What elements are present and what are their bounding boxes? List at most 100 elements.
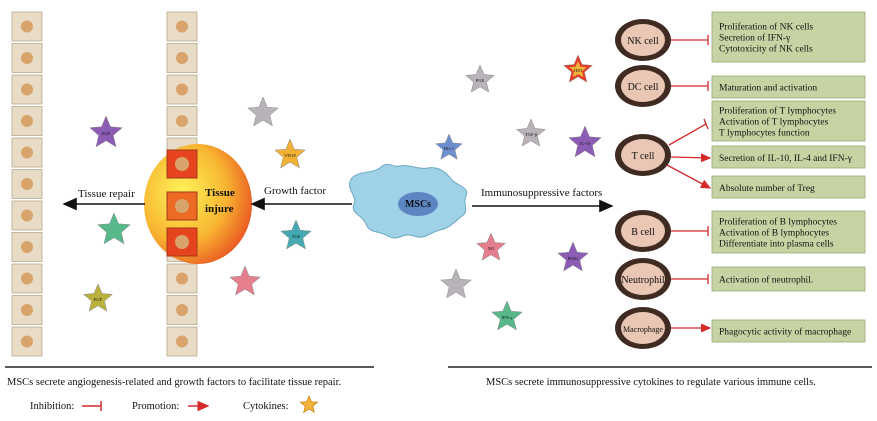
effect-text: Proliferation of NK cells (719, 22, 813, 33)
msc-cell: MSCs (349, 163, 468, 239)
star-inner-icon (569, 61, 587, 78)
immune-cell-5: Macrophage Phagocytic activity of macroph… (615, 307, 866, 349)
effect-box (711, 75, 866, 99)
cytokine-star-grey1 (247, 96, 279, 127)
inhibition-bar (703, 118, 709, 130)
cytokine-star-no: NO (476, 232, 506, 261)
promotion-arrow (670, 153, 712, 163)
tissue-col-b-nucleus (176, 52, 188, 64)
cytokine-star-tgfb: TGF-β (516, 118, 546, 147)
tissue-col-a-nucleus (21, 83, 33, 96)
cytokine-label-vegf: VEGF (284, 153, 296, 158)
effect-text: Differentiate into plasma cells (719, 239, 834, 250)
effect-text: Phagocytic activity of macrophage (719, 327, 851, 338)
tissue-col-b-nucleus (176, 115, 188, 127)
star-icon (435, 133, 463, 160)
effect-box (711, 11, 866, 63)
star-icon (83, 283, 113, 312)
cell-label: B cell (631, 227, 655, 238)
tissue-col-a-nucleus (21, 241, 33, 253)
growth-factor-arrow: Growth factor (250, 185, 352, 211)
tissue-repair-arrow: Tissue repair (62, 188, 145, 211)
cytokine-star-pge: PGE (465, 64, 495, 93)
cell-nucleus (621, 215, 665, 247)
effect-text: T lymphocytes function (719, 128, 810, 139)
tissue-col-a-nucleus (21, 272, 33, 285)
msc-label: MSCs (405, 199, 431, 210)
cell-nucleus (621, 139, 665, 171)
effect-text: Cytotoxicity of NK cells (719, 44, 813, 55)
cytokine-label-pge2: PGE2 (568, 256, 579, 261)
cytokine-label-ho1: HO-1 (444, 146, 454, 151)
star-icon (89, 115, 123, 148)
right-caption: MSCs secrete immunosuppressive cytokines… (486, 377, 816, 388)
cytokine-star-egf: EGF (89, 115, 123, 148)
cytokine-stars: EGFVEGFTGFFGFPGEIDOTGF-βIL-10HO-1NOPGE2I… (83, 54, 602, 331)
cytokine-label-tgfb: TGF-β (525, 132, 538, 137)
cell-label: Macrophage (623, 325, 663, 334)
effect-text: Proliferation of T lymphocytes (719, 106, 836, 117)
effect-box (711, 266, 866, 292)
cytokine-star-ifn: IFN-γ (491, 300, 523, 331)
tissue-injury-region: Tissue injure (144, 144, 252, 264)
tissue-col-a-nucleus (21, 178, 33, 190)
legend-cytokines-label: Cytokines: (243, 401, 289, 412)
tissue-column-left (11, 11, 43, 357)
star-icon (557, 241, 589, 272)
tissue-col-b-nucleus (176, 304, 188, 316)
tissue-label-line1: Tissue (205, 187, 235, 199)
effect-text: Proliferation of B lymphocytes (719, 217, 837, 228)
effect-text: Activation of T lymphocytes (719, 117, 828, 128)
tissue-col-a-nucleus (21, 115, 33, 127)
left-caption: MSCs secrete angiogenesis-related and gr… (7, 377, 341, 388)
effect-box (711, 319, 866, 343)
tissue-col-b-nucleus (176, 272, 188, 285)
inhibition-line (668, 123, 707, 146)
effect-box (711, 100, 866, 142)
effect-text: Maturation and activation (719, 84, 817, 94)
effect-text-treg: Absolute number of Treg (719, 183, 815, 194)
star-icon (440, 268, 472, 299)
cytokine-star-pink1 (229, 265, 261, 296)
star-icon (491, 300, 523, 331)
tissue-col-a-nucleus (21, 335, 33, 348)
cytokine-label-il10: IL-10 (580, 141, 591, 146)
star-icon (97, 212, 131, 245)
star-icon (476, 232, 506, 261)
cytokine-star-pge2: PGE2 (557, 241, 589, 272)
cell-nucleus (621, 263, 665, 295)
star-icon (568, 125, 602, 158)
cytokine-label-fgf: FGF (94, 297, 103, 302)
tissue-col-a-cell (11, 232, 43, 262)
legend-cytokine-star-icon (299, 394, 319, 414)
cytokine-star-vegf: VEGF (274, 138, 306, 169)
tissue-col-a-nucleus (21, 20, 33, 33)
star-icon (280, 219, 312, 250)
immune-cell-3: B cell Proliferation of B lymphocytesActi… (615, 210, 866, 254)
promotion-arrow (666, 164, 712, 189)
cytokine-star-fgf: FGF (83, 283, 113, 312)
tissue-label-line2: injure (205, 203, 234, 215)
effect-text: Activation of B lymphocytes (719, 228, 829, 239)
tissue-col-a-nucleus (21, 146, 33, 159)
cell-label: Neutrophil (621, 275, 665, 286)
tissue-col-a-nucleus (21, 304, 33, 316)
cytokine-star-ido: IDO (563, 54, 593, 83)
cytokine-star-grey2 (440, 268, 472, 299)
cytokine-label-no: NO (488, 246, 495, 251)
legend-inhibition-label: Inhibition: (30, 401, 74, 412)
tissue-col-b-nucleus (176, 20, 188, 33)
star-icon (229, 265, 261, 296)
cell-nucleus (621, 70, 665, 102)
star-icon (274, 138, 306, 169)
cytokine-star-green1 (97, 212, 131, 245)
cytokine-label-pge: PGE (476, 78, 485, 83)
immunosuppressive-arrow: Immunosuppressive factors (472, 187, 614, 213)
effect-text: Secretion of IFN-γ (719, 33, 790, 44)
effect-box (711, 175, 866, 199)
effect-box (711, 210, 866, 254)
